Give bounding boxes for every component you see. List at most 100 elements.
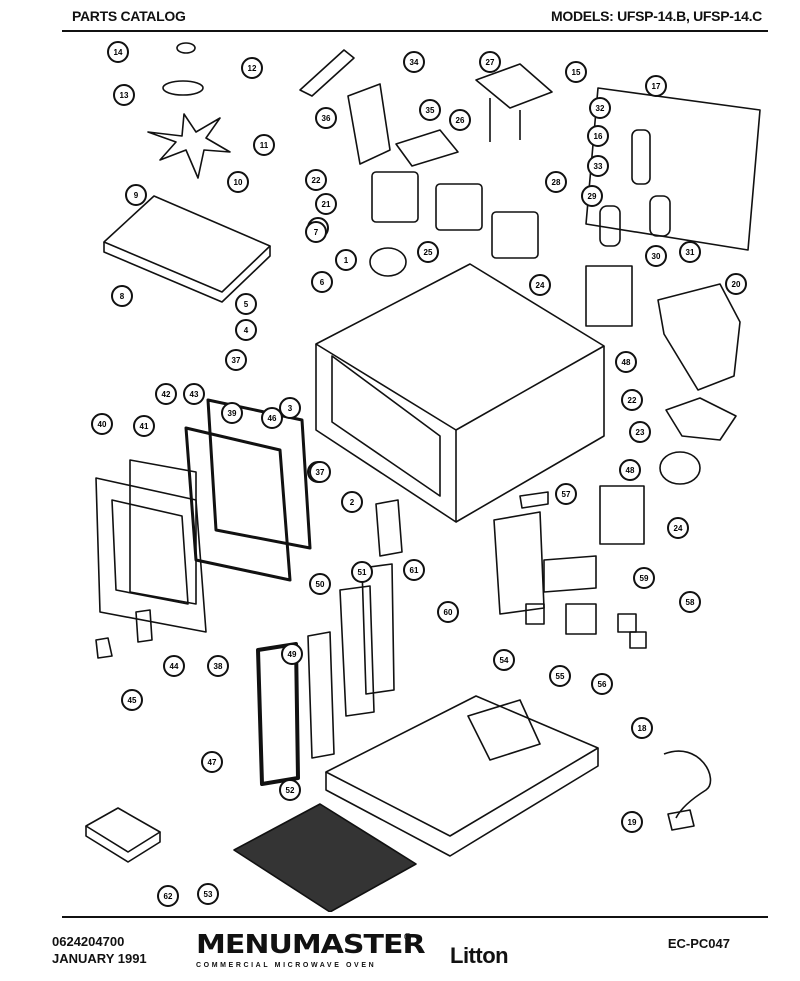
part-callout-7: 7: [305, 221, 327, 243]
callout-circle: [403, 51, 425, 73]
callout-number: 1: [344, 256, 349, 265]
callout-number: 48: [622, 358, 631, 367]
part-callout-8: 8: [111, 285, 133, 307]
blower-housing-22: [665, 397, 737, 441]
terminal-block-62: [85, 807, 161, 853]
callout-number: 33: [594, 162, 603, 171]
callout-circle: [91, 413, 113, 435]
cabinet-side: [455, 346, 605, 523]
callout-number: 21: [322, 200, 331, 209]
capacitor-29b: [649, 195, 671, 237]
callout-number: 47: [208, 758, 217, 767]
callout-number: 30: [652, 252, 661, 261]
plug-19: [667, 809, 695, 831]
callout-number: 54: [500, 656, 509, 665]
part-callout-57: 57: [555, 483, 577, 505]
board-51: [361, 563, 395, 695]
part-callout-45: 45: [121, 689, 143, 711]
callout-number: 39: [228, 409, 237, 418]
part-callout-3: 3: [279, 397, 301, 419]
switch-58b: [629, 631, 647, 649]
part-callout-33: 33: [587, 155, 609, 177]
part-callout-40: 40: [91, 413, 113, 435]
models-label: MODELS: UFSP-14.B, UFSP-14.C: [551, 8, 762, 24]
brand-logo: MENUMASTER: [196, 930, 426, 960]
callout-number: 56: [598, 680, 607, 689]
callout-number: 27: [486, 58, 495, 67]
part-callout-25: 25: [417, 241, 439, 263]
part-callout-32: 32: [589, 97, 611, 119]
callout-number: 5: [244, 300, 249, 309]
callout-circle: [305, 169, 327, 191]
callout-circle: [335, 249, 357, 271]
part-callout-50: 50: [309, 573, 331, 595]
cabinet-top: [315, 263, 605, 431]
part-callout-35: 35: [419, 99, 441, 121]
callout-circle: [309, 461, 331, 483]
catalog-title: PARTS CATALOG: [72, 8, 186, 24]
part-callout-30: 30: [645, 245, 667, 267]
callout-number: 23: [636, 428, 645, 437]
callout-number: 6: [320, 278, 325, 287]
callout-circle: [449, 109, 471, 131]
part-callout-39: 39: [221, 402, 243, 424]
part-callout-52: 52: [279, 779, 301, 801]
callout-number: 3: [288, 404, 293, 413]
callout-number: 49: [288, 650, 297, 659]
part-callout-41: 41: [133, 415, 155, 437]
callout-number: 48: [626, 466, 635, 475]
callout-circle: [419, 99, 441, 121]
callout-number: 52: [286, 786, 295, 795]
duct-20: [657, 283, 741, 391]
callout-circle: [235, 293, 257, 315]
callout-number: 22: [628, 396, 637, 405]
part-callout-10: 10: [227, 171, 249, 193]
callout-number: 43: [190, 390, 199, 399]
callout-number: 41: [140, 422, 149, 431]
callout-number: 34: [410, 58, 419, 67]
part-callout-51: 51: [351, 561, 373, 583]
callout-circle: [565, 61, 587, 83]
part-callout-42: 42: [155, 383, 177, 405]
latch-45: [95, 637, 113, 659]
part-callout-29: 29: [581, 185, 603, 207]
callout-number: 24: [674, 524, 683, 533]
callout-number: 4: [244, 326, 249, 335]
callout-circle: [155, 383, 177, 405]
base-tray: [325, 695, 599, 837]
part-callout-49: 49: [281, 643, 303, 665]
callout-circle: [545, 171, 567, 193]
part-callout-15: 15: [565, 61, 587, 83]
callout-circle: [493, 649, 515, 671]
part-callout-11: 11: [253, 134, 275, 156]
callout-number: 16: [594, 132, 603, 141]
callout-circle: [311, 271, 333, 293]
callout-circle: [183, 383, 205, 405]
panel-15: [585, 87, 761, 251]
capacitor-29a: [599, 205, 621, 247]
callout-number: 51: [358, 568, 367, 577]
part-callout-12: 12: [241, 57, 263, 79]
callout-circle: [235, 319, 257, 341]
callout-circle: [227, 171, 249, 193]
callout-number: 2: [350, 498, 355, 507]
part-callout-14: 14: [107, 41, 129, 63]
callout-circle: [279, 779, 301, 801]
maker-logo: Litton: [450, 943, 509, 968]
fan-blade: [147, 113, 231, 179]
clip-57: [519, 491, 549, 509]
magnetron-25b: [491, 211, 539, 259]
callout-circle: [197, 883, 219, 905]
callout-circle: [157, 885, 179, 907]
callout-number: 59: [640, 574, 649, 583]
part-callout-44: 44: [163, 655, 185, 677]
part-callout-22: 22: [621, 389, 643, 411]
part-callout-58: 58: [679, 591, 701, 613]
part-callout-60: 60: [437, 601, 459, 623]
document-code: EC-PC047: [667, 936, 730, 951]
callout-circle: [679, 591, 701, 613]
part-callout-1: 1: [335, 249, 357, 271]
part-callout-62: 62: [157, 885, 179, 907]
door-frame-40: [129, 459, 197, 605]
part-callout-17: 17: [645, 75, 667, 97]
